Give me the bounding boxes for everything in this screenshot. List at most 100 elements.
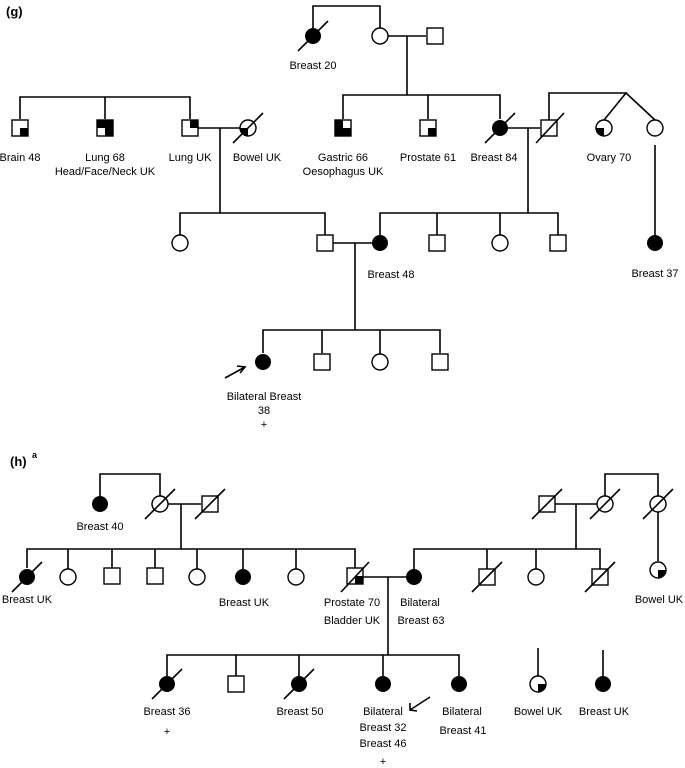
g-gen3-right-sibship [379, 212, 559, 236]
h-label-c1: Breast UK [2, 594, 53, 606]
h-aunt-3 [188, 568, 206, 586]
h-label-k5: Bilateral [442, 706, 482, 718]
g-sib-gastric-shade-br [343, 128, 351, 136]
h-uncle-1 [103, 567, 121, 585]
g-left-sibship [19, 96, 191, 119]
g-gen4-male-1 [313, 353, 331, 371]
g-sib-prostate-quadrant [428, 128, 436, 136]
h-label-cousin2: Breast UK [579, 706, 630, 718]
h-cousin-bowel-quadrant [538, 684, 546, 692]
g-sib-gastric-shade-l [335, 120, 343, 136]
g-gen3-male-3 [549, 234, 567, 252]
g-label-proband-age: 38 [258, 405, 270, 417]
h-label-cousin1: Bowel UK [514, 706, 563, 718]
g-top-sibship [312, 5, 381, 34]
h-label-c6: Breast UK [219, 597, 270, 609]
h-label-k1: Breast 36 [143, 706, 190, 718]
g-gen3-female-2 [491, 234, 509, 252]
h-cousin-breast [595, 676, 611, 692]
g-proband-affected[interactable] [255, 354, 271, 370]
g-middle-sibship [342, 94, 501, 119]
h-aunt1-slash [11, 561, 43, 593]
g-twin-sister [646, 119, 664, 137]
g-deceased-slash [297, 20, 329, 52]
panel-h-label: (h) [10, 454, 27, 469]
g-label-uncle3: Lung UK [169, 152, 212, 164]
h-label-father-b: Bladder UK [324, 615, 381, 627]
g-grandfather [426, 27, 444, 45]
g-uncle-1-quadrant [20, 128, 28, 136]
g-right-sibship [548, 92, 656, 121]
h-m-uncle2-slash [584, 561, 616, 593]
panel-g-label: (g) [6, 4, 23, 19]
h-label-mother: Bilateral [400, 597, 440, 609]
g-husband-slash [535, 112, 565, 144]
h-gm-breast40 [92, 496, 108, 512]
h-child1-slash [151, 668, 183, 700]
g-grandmother [371, 27, 389, 45]
g-aunt-deceased-slash [232, 112, 264, 144]
g-label-uncle1: Brain 48 [0, 152, 40, 164]
g-father [316, 234, 334, 252]
h-child-male [227, 675, 245, 693]
h-label-gm: Breast 40 [76, 521, 123, 533]
g-sib-breast84-slash [484, 112, 516, 144]
g-breast37-affected [647, 235, 663, 251]
g-uncle-3-quadrant [190, 120, 198, 128]
h-maternal-sibship [413, 548, 601, 569]
h-aunt-4 [287, 568, 305, 586]
g-ovary70-quadrant [596, 128, 604, 136]
g-label-proband: Bilateral Breast [227, 391, 302, 403]
h-label-k1-plus: + [164, 726, 170, 738]
h-uncle-2 [146, 567, 164, 585]
h-label-father: Prostate 70 [324, 597, 380, 609]
h-paternal-sibship [26, 548, 356, 569]
h-label-k4b: Breast 32 [359, 722, 406, 734]
h-m-uncle1-slash [471, 561, 503, 593]
g-label-aunt: Bowel UK [233, 152, 282, 164]
h-grandmother-slash [144, 488, 176, 520]
h-label-k4: Bilateral [363, 706, 403, 718]
g-gen4-sibship [262, 329, 441, 354]
h-aunt-breastUK-2 [235, 569, 251, 585]
h-label-k4-plus: + [380, 756, 386, 768]
g-gen3-left-sibship [179, 212, 326, 236]
h-child-breast41 [451, 676, 467, 692]
g-gen3-male-1 [428, 234, 446, 252]
g-label-m3: Breast 84 [470, 152, 517, 164]
g-uncle-2-shade-br [105, 128, 113, 136]
h-father-slash [340, 561, 370, 593]
g-gen4-male-2 [431, 353, 449, 371]
g-mother-affected [372, 235, 388, 251]
panel-h-superscript: a [32, 450, 38, 460]
h-proband[interactable] [375, 676, 391, 692]
g-label-ovary: Ovary 70 [587, 152, 632, 164]
h-top-right-sibship [604, 473, 659, 496]
h-proband-arrow-shaft [409, 696, 431, 711]
h-mgf-slash [531, 488, 563, 520]
g-label-grandmother: Breast 20 [289, 60, 336, 72]
g-label-uncle2: Lung 68 [85, 152, 125, 164]
h-m-aunt [527, 568, 545, 586]
g-label-m1: Gastric 66 [318, 152, 368, 164]
h-child3-slash [283, 668, 315, 700]
g-gen4-female [371, 353, 389, 371]
h-grandfather-slash [194, 488, 226, 520]
g-label-uncle2b: Head/Face/Neck UK [55, 166, 156, 178]
g-proband-arrow-head [236, 365, 247, 374]
g-proband-arrow-shaft [224, 366, 246, 379]
g-label-m2: Prostate 61 [400, 152, 456, 164]
g-uncle-2-shade-top [97, 120, 113, 128]
h-bowel-UK-quadrant [658, 570, 666, 578]
h-aunt-2 [59, 568, 77, 586]
h-mgm-slash [589, 488, 621, 520]
g-label-mother: Breast 48 [367, 269, 414, 281]
h-label-k5b: Breast 41 [439, 725, 486, 737]
g-label-m1b: Oesophagus UK [303, 166, 384, 178]
h-label-k4c: Breast 46 [359, 738, 406, 750]
h-label-r4: Bowel UK [635, 594, 684, 606]
h-mother-affected [406, 569, 422, 585]
g-gen3-female-left [171, 234, 189, 252]
